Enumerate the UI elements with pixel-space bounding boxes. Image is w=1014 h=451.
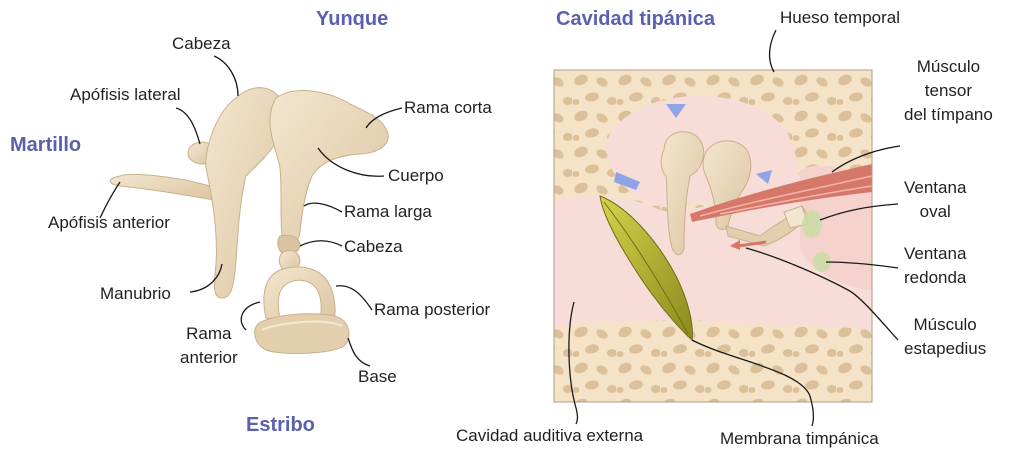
label-apofisis-lateral: Apófisis lateral [70,84,181,106]
label-cabeza-martillo: Cabeza [172,33,231,55]
label-musculo-tensor-line3: del tímpano [904,103,993,127]
label-rama-anterior: Rama anterior [180,322,238,370]
label-membrana-timpanica: Membrana timpánica [720,428,879,450]
label-musculo-tensor-line2: tensor [904,79,993,103]
label-rama-anterior-line2: anterior [180,346,238,370]
stapes-bone [255,250,349,353]
label-hueso-temporal: Hueso temporal [780,7,900,29]
cavity-panel [554,70,872,402]
label-musculo-estapedius-line2: estapedius [904,337,986,361]
title-yunque: Yunque [316,8,388,31]
label-musculo-tensor: Músculo tensor del tímpano [904,55,993,127]
label-base: Base [358,366,397,388]
label-rama-larga: Rama larga [344,201,432,223]
malleus-bone [110,88,284,298]
label-rama-anterior-line1: Rama [180,322,238,346]
title-estribo: Estribo [246,414,315,437]
title-cavidad: Cavidad tipánica [556,8,715,31]
label-cavidad-auditiva: Cavidad auditiva externa [456,425,643,447]
label-cuerpo: Cuerpo [388,165,444,187]
label-rama-posterior: Rama posterior [374,299,490,321]
label-musculo-estapedius-line1: Músculo [904,313,986,337]
label-manubrio: Manubrio [100,283,171,305]
label-ventana-oval-line1: Ventana [904,176,966,200]
label-ventana-redonda: Ventana redonda [904,242,966,290]
incus-bone [270,91,388,255]
label-ventana-redonda-line1: Ventana [904,242,966,266]
label-musculo-estapedius: Músculo estapedius [904,313,986,361]
label-apofisis-anterior: Apófisis anterior [48,212,170,234]
label-ventana-oval-line2: oval [904,200,966,224]
label-ventana-redonda-line2: redonda [904,266,966,290]
label-cabeza-estribo: Cabeza [344,236,403,258]
title-martillo: Martillo [10,134,81,157]
label-rama-corta: Rama corta [404,97,492,119]
label-ventana-oval: Ventana oval [904,176,966,224]
label-musculo-tensor-line1: Músculo [904,55,993,79]
